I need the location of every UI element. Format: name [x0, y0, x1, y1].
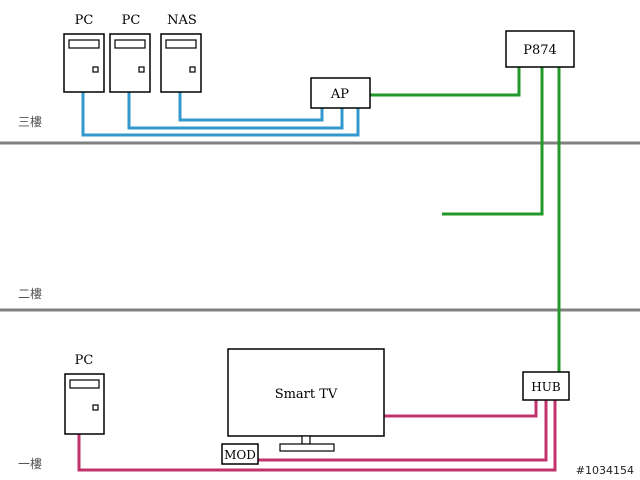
hub-box	[522, 371, 570, 401]
floor-label-first: 一樓	[18, 456, 42, 471]
pc-1f-label: PC	[75, 353, 94, 368]
cable-nas-ap	[178, 92, 324, 122]
hub-label: HUB	[531, 380, 561, 394]
floor-label-third: 三樓	[18, 114, 42, 129]
pc-tower-3f-2	[109, 33, 151, 93]
floor-label-second: 二樓	[18, 286, 42, 301]
cable-pc1-ap	[81, 92, 360, 137]
mod-box	[221, 443, 259, 465]
nas-label: NAS	[167, 13, 197, 28]
pc-3f-2-label: PC	[122, 13, 141, 28]
p874-label: P874	[523, 43, 557, 58]
p874-box	[505, 30, 575, 68]
cable-tv-hub	[384, 400, 538, 418]
pc-3f-1-label: PC	[75, 13, 94, 28]
ap-label: AP	[330, 87, 349, 102]
ap-box	[310, 77, 371, 109]
pc-tower-1f	[64, 373, 105, 435]
blue-cables	[81, 92, 360, 137]
green-cables	[370, 67, 561, 372]
smart-tv-label: Smart TV	[275, 387, 338, 402]
cable-p874-2f	[442, 67, 544, 216]
smart-tv	[227, 348, 385, 452]
nas-tower	[160, 33, 202, 93]
watermark-id: #1034154	[576, 464, 634, 477]
cable-pc2-ap	[127, 92, 344, 130]
cable-ap-p874	[370, 67, 521, 97]
cable-pc-hub	[77, 400, 557, 472]
cable-mod-hub	[258, 400, 548, 462]
pc-tower-3f-1	[63, 33, 105, 93]
red-cables	[77, 400, 557, 472]
mod-label: MOD	[224, 448, 256, 462]
